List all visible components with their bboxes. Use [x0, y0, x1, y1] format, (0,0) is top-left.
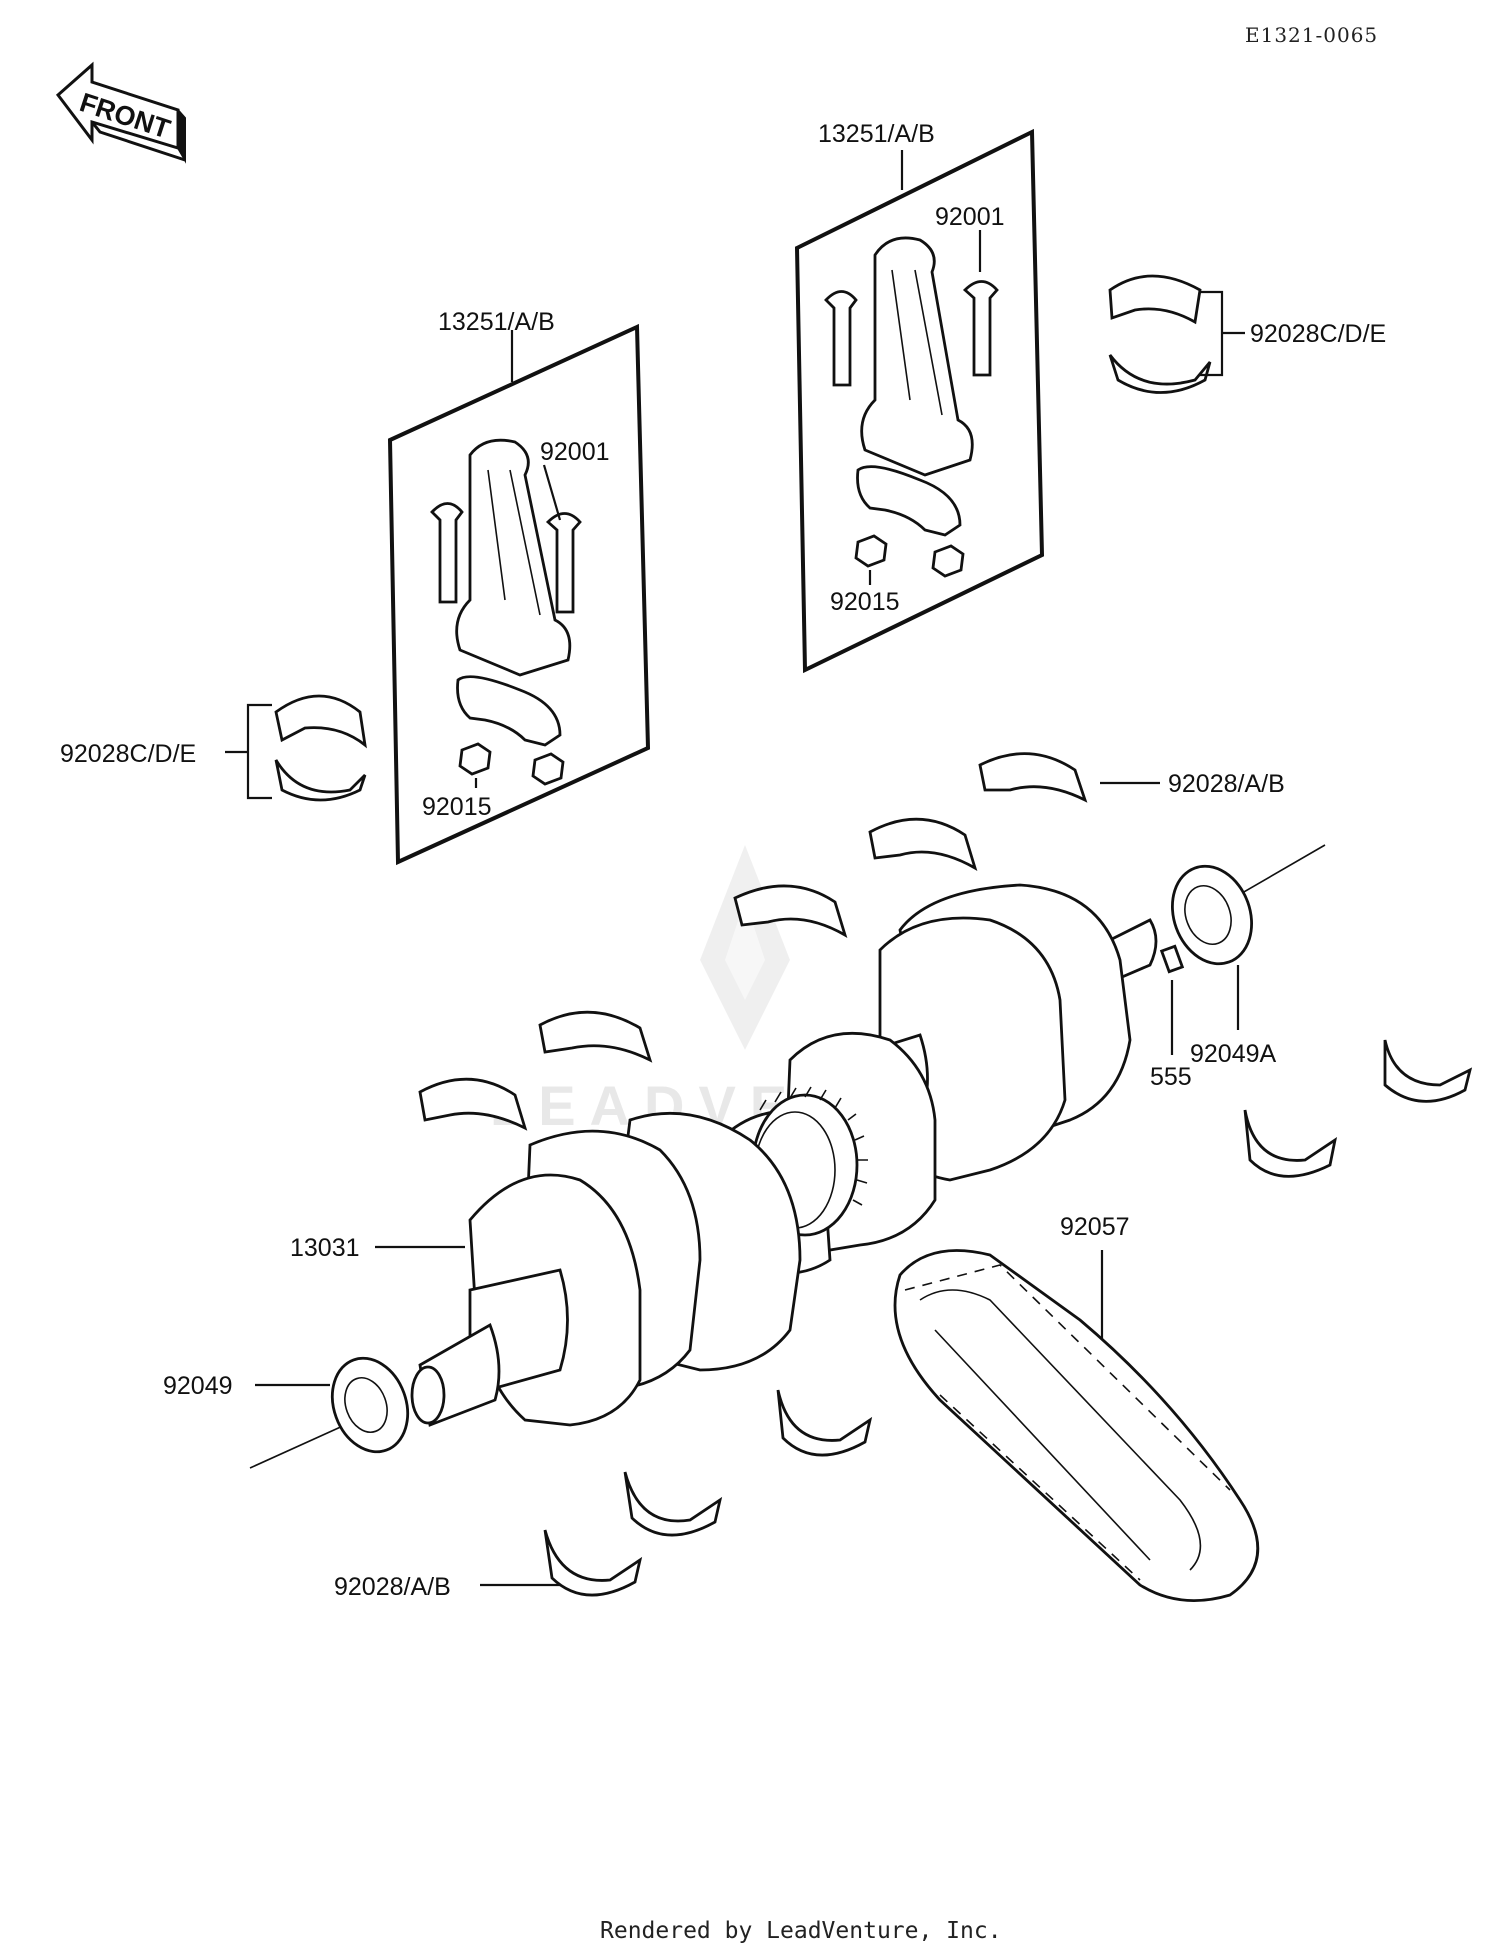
chain-callout: 92057 [1060, 1213, 1130, 1241]
rod-nut-right-a [854, 534, 888, 568]
rod-bearing-shell-right-lower [1108, 354, 1212, 394]
main-bearing-shell-2 [868, 817, 978, 871]
connecting-rod-right [860, 236, 974, 477]
dowel-pin: 555 [1150, 944, 1192, 1091]
nut-left-callout: 92015 [422, 793, 492, 821]
oil-seal-right: 92049A [1171, 864, 1277, 1068]
rod-cap-left [456, 675, 562, 747]
rod-bearing-pair-left: 92028C/D/E [60, 694, 367, 802]
main-bearing-shell-8 [776, 1389, 873, 1457]
front-arrow-icon: FRONT [55, 61, 186, 164]
bolt-left-callout: 92001 [540, 438, 610, 466]
oil-seal-right-callout: 92049A [1190, 1040, 1277, 1068]
main-bearing-lower-callout: 92028/A/B [334, 1573, 451, 1601]
rod-nut-left-b [531, 752, 565, 786]
rod-bolt-left-b [545, 512, 582, 614]
rod-bolt-left-a [430, 502, 464, 604]
rod-bearing-shell-left-upper [274, 694, 367, 749]
rod-bolt-right-a [824, 290, 858, 387]
main-bearing-shell-3 [733, 884, 848, 938]
connecting-rod-set-right: 13251/A/B 92001 92015 [794, 120, 1045, 674]
crankshaft: 13031 [249, 844, 1326, 1469]
nut-right-callout: 92015 [830, 588, 900, 616]
rod-cap-right [856, 465, 962, 537]
main-bearings-upper: 92028/A/B [418, 752, 1285, 1131]
rod-nut-left-a [458, 742, 492, 776]
cam-chain: 92057 [893, 1213, 1260, 1602]
main-bearing-shell-4 [538, 1010, 653, 1063]
main-bearing-shell-1 [978, 752, 1088, 803]
rod-bolt-right-b [962, 280, 999, 377]
main-bearing-shell-10 [543, 1529, 643, 1597]
rod-set-left-callout: 13251/A/B [438, 308, 555, 336]
main-bearing-shell-5 [418, 1077, 528, 1131]
rod-set-box-right [794, 128, 1045, 674]
main-bearing-shell-9 [623, 1471, 723, 1537]
rod-bearing-right-callout: 92028C/D/E [1250, 320, 1386, 348]
pin-callout: 555 [1150, 1063, 1192, 1091]
main-bearing-upper-callout: 92028/A/B [1168, 770, 1285, 798]
crankshaft-callout: 13031 [290, 1234, 360, 1262]
render-credit: Rendered by LeadVenture, Inc. [600, 1918, 1002, 1944]
connecting-rod-set-left: 13251/A/B 92001 92015 [387, 308, 651, 866]
rod-bearing-shell-right-upper [1108, 274, 1202, 325]
rod-bearing-shell-left-lower [274, 759, 367, 802]
rod-nut-right-b [931, 544, 965, 578]
main-bearing-shell-7 [1243, 1109, 1338, 1178]
crank-left-end [410, 1365, 446, 1425]
rod-set-right-callout: 13251/A/B [818, 120, 935, 148]
oil-seal-left: 92049 [163, 1356, 410, 1454]
rod-bearing-left-callout: 92028C/D/E [60, 740, 196, 768]
connecting-rod-left [455, 438, 572, 677]
bolt-right-callout: 92001 [935, 203, 1005, 231]
oil-seal-left-callout: 92049 [163, 1372, 233, 1400]
rod-bearing-pair-right: 92028C/D/E [1108, 274, 1386, 394]
main-bearings-lower: 92028/A/B [334, 1039, 1473, 1601]
rod-set-box-left [387, 323, 651, 866]
diagram-code: E1321-0065 [1245, 23, 1378, 47]
main-bearing-shell-6 [1383, 1039, 1473, 1103]
